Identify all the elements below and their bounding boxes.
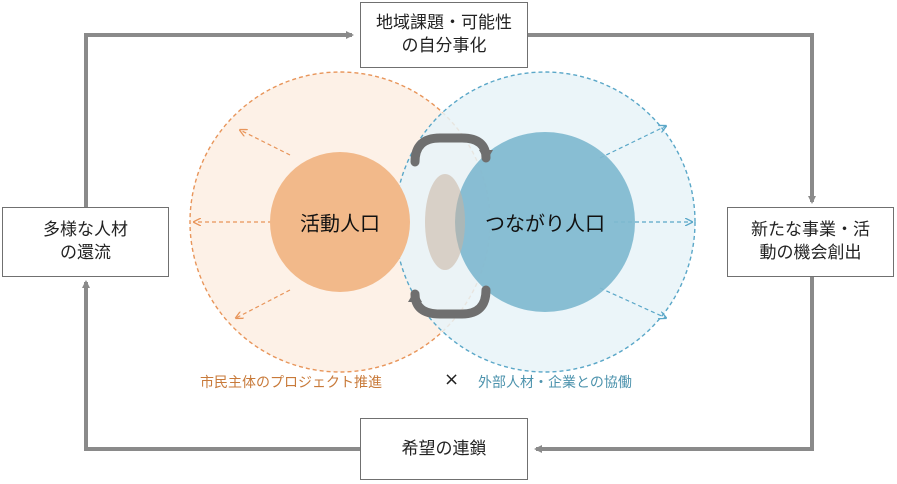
box-right-line1: 新たな事業・活	[751, 220, 870, 241]
box-chain-of-hope: 希望の連鎖	[360, 418, 528, 480]
label-tsunagari-jinko: つながり人口	[485, 211, 605, 236]
radiating-arrows-left	[194, 130, 291, 318]
box-talent-return: 多様な人材 の還流	[2, 207, 169, 277]
box-right-line2: 動の機会創出	[759, 243, 862, 263]
overlap-shade	[425, 174, 465, 270]
exchange-arrow-bottom	[408, 285, 491, 319]
box-new-opportunities: 新たな事業・活 動の機会創出	[727, 207, 894, 277]
caption-cross: ×	[444, 369, 460, 390]
box-bottom-line1: 希望の連鎖	[401, 438, 487, 459]
cycle-arrow-top-to-right	[528, 33, 816, 204]
box-left-line2: の還流	[60, 243, 111, 263]
circle-katsudo-jinko	[270, 152, 410, 292]
box-top-line1: 地域課題・可能性	[376, 13, 512, 34]
radiating-arrows-right	[599, 126, 692, 318]
box-left-line1: 多様な人材	[43, 220, 128, 241]
cycle-arrow-left-to-top	[84, 31, 354, 207]
box-local-issues: 地域課題・可能性 の自分事化	[360, 2, 528, 68]
circle-tsunagari-jinko	[455, 132, 635, 312]
cycle-arrow-right-to-bottom	[534, 277, 814, 453]
box-top-line2: の自分事化	[401, 36, 487, 56]
label-katsudo-jinko: 活動人口	[300, 211, 380, 236]
caption-external-collaboration: 外部人材・企業との協働	[478, 375, 632, 391]
exchange-arrow-top	[410, 133, 493, 167]
caption-citizen-projects: 市民主体のプロジェクト推進	[200, 375, 382, 391]
cycle-arrow-bottom-to-left	[82, 280, 360, 451]
